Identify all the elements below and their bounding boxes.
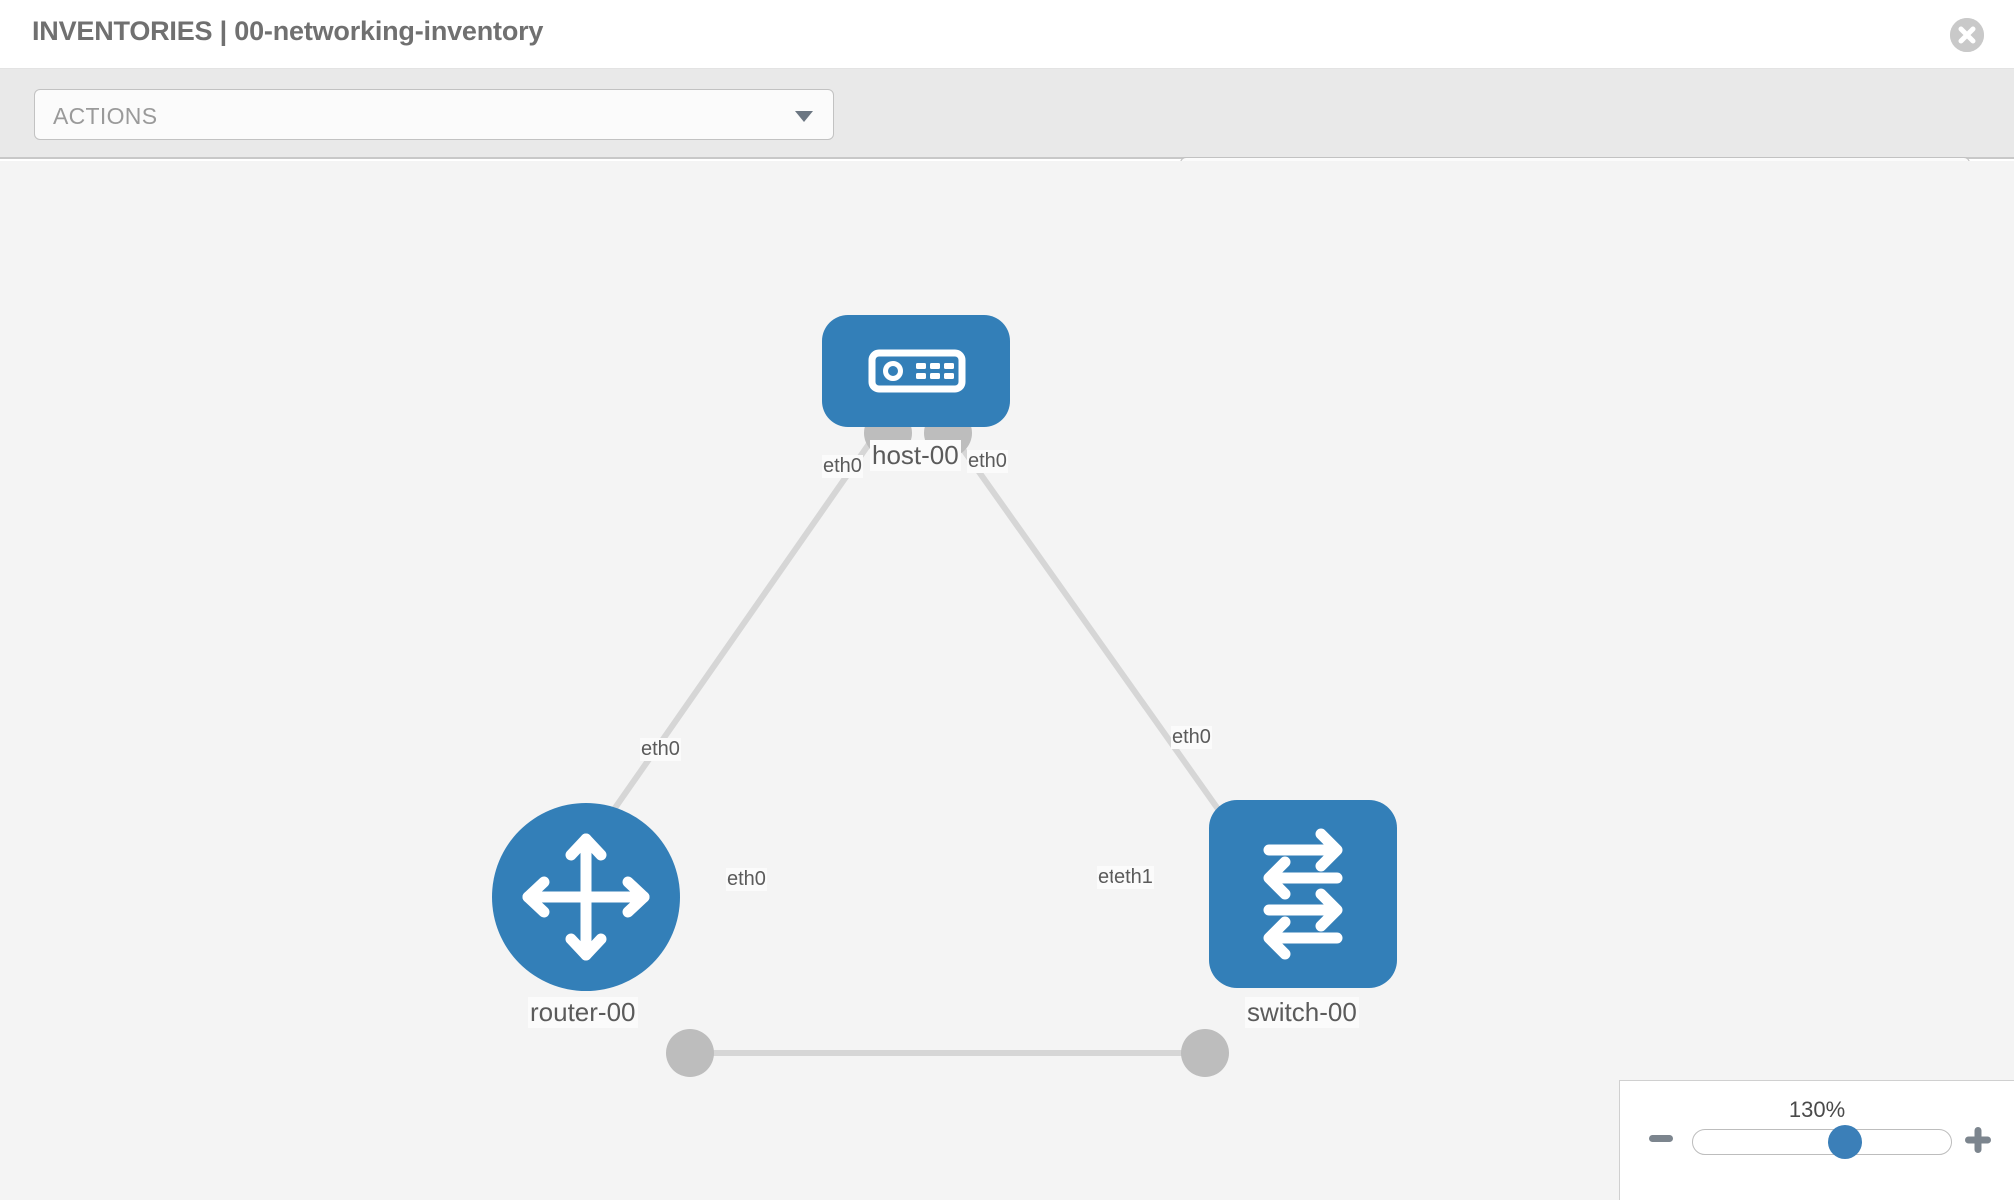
close-icon[interactable] <box>1950 18 1984 52</box>
server-device-icon <box>868 349 966 393</box>
iface-label-router00-to-switch00: eth0 <box>726 868 767 891</box>
zoom-percent-label: 130% <box>1788 1097 1846 1122</box>
switch-arrows-icon <box>1263 828 1343 960</box>
zoom-slider-track[interactable] <box>1692 1129 1952 1155</box>
iface-label-switch00-to-router00: eth1 <box>1113 866 1154 889</box>
iface-label-host00-to-router00: eth0 <box>822 455 863 478</box>
topology-canvas[interactable]: host-00 router-00 <box>0 161 2014 1200</box>
node-switch-00-label: switch-00 <box>1245 997 1359 1028</box>
node-router-00-label: router-00 <box>528 997 638 1028</box>
chevron-down-icon <box>795 111 813 122</box>
node-host-00[interactable] <box>822 315 1010 427</box>
plus-icon[interactable] <box>1964 1126 1992 1154</box>
iface-connector-router00-right[interactable] <box>666 1029 714 1077</box>
zoom-control: 130% <box>1619 1080 2014 1200</box>
page-header: INVENTORIES | 00-networking-inventory <box>0 0 2014 69</box>
iface-label-host00-to-switch00: eth0 <box>967 450 1008 473</box>
router-arrows-icon <box>522 833 650 961</box>
link-host00-switch00[interactable] <box>947 429 1238 835</box>
actions-dropdown[interactable]: ACTIONS <box>34 89 834 140</box>
zoom-slider-thumb[interactable] <box>1827 1125 1862 1159</box>
iface-connector-switch00-left[interactable] <box>1181 1029 1229 1077</box>
iface-label-router00-to-host00: eth0 <box>640 738 681 761</box>
node-router-00-shape[interactable] <box>492 803 680 991</box>
page-title: INVENTORIES | 00-networking-inventory <box>32 16 544 46</box>
minus-icon[interactable] <box>1648 1126 1674 1152</box>
node-switch-00[interactable] <box>1209 800 1397 988</box>
link-lines <box>589 429 1238 1056</box>
node-host-00-label: host-00 <box>870 440 961 471</box>
iface-label-switch00-to-host00: eth0 <box>1171 726 1212 749</box>
link-host00-router00[interactable] <box>589 429 881 843</box>
node-router-00[interactable] <box>492 803 680 991</box>
node-switch-00-shape[interactable] <box>1209 800 1397 988</box>
node-host-00-shape[interactable] <box>822 315 1010 427</box>
toolbar: ACTIONS SEARC <box>0 69 2014 208</box>
actions-dropdown-label: ACTIONS <box>53 103 158 129</box>
